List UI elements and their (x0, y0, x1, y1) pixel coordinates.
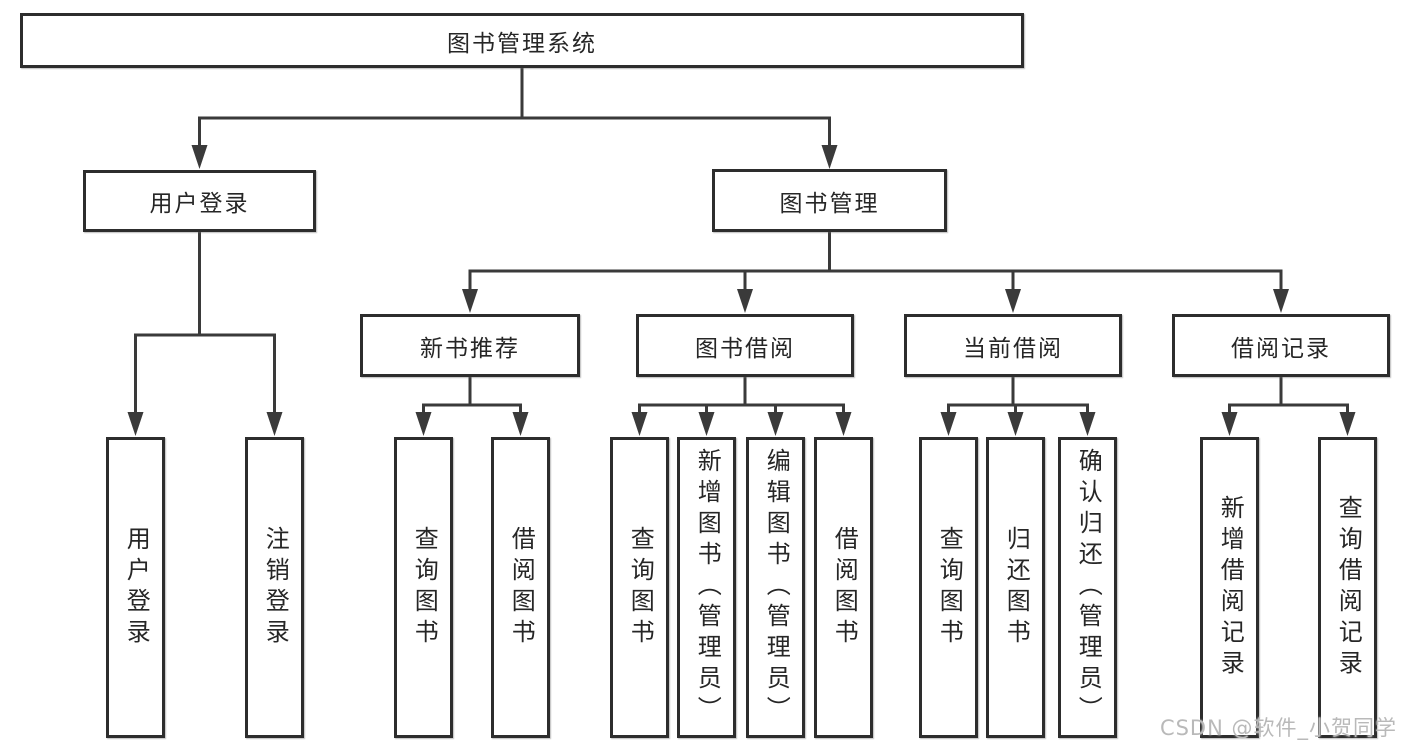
node-current-borrowing: 当前借阅 (904, 314, 1122, 377)
node-borrowing-records: 借阅记录 (1172, 314, 1390, 377)
node-book-borrowing: 图书借阅 (636, 314, 854, 377)
leaf-edit-books-admin: 编辑图书（管理员） (746, 437, 805, 738)
leaf-confirm-return-admin: 确认归还（管理员） (1058, 437, 1117, 738)
leaf-query-borrow-record: 查询借阅记录 (1318, 437, 1377, 738)
node-user-login: 用户登录 (83, 170, 316, 232)
leaf-borrow-books-recommend: 借阅图书 (491, 437, 550, 738)
leaf-user-login: 用户登录 (106, 437, 165, 738)
leaf-query-books-borrowing: 查询图书 (610, 437, 669, 738)
leaf-query-books-current: 查询图书 (919, 437, 978, 738)
node-new-book-recommendation: 新书推荐 (360, 314, 580, 377)
leaf-add-books-admin: 新增图书（管理员） (677, 437, 736, 738)
leaf-add-borrow-record: 新增借阅记录 (1200, 437, 1259, 738)
node-book-management: 图书管理 (712, 169, 947, 232)
leaf-query-books-recommend: 查询图书 (394, 437, 453, 738)
csdn-watermark: CSDN @软件_小贺同学 (1159, 716, 1397, 740)
leaf-logout: 注销登录 (245, 437, 304, 738)
node-library-management-system: 图书管理系统 (20, 13, 1024, 68)
leaf-borrow-books: 借阅图书 (814, 437, 873, 738)
leaf-return-books: 归还图书 (986, 437, 1045, 738)
